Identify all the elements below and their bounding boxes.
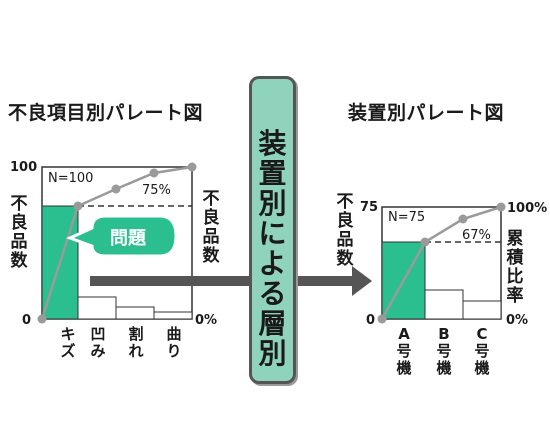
right-y2-zero-tick: 0% (506, 313, 529, 328)
right-y-axis-label: 不良品数 (336, 192, 354, 269)
left-cum-point-1 (73, 201, 83, 211)
left-y-axis-label: 不良品数 (10, 194, 28, 271)
stratify-arrow-shaft (90, 276, 352, 286)
left-bar-hekomi (77, 296, 117, 320)
left-n-label: N=100 (48, 171, 94, 186)
left-y-zero-tick: 0 (22, 313, 32, 328)
right-cum-point-1 (420, 237, 430, 247)
left-cum-point-4 (187, 162, 197, 172)
left-y2-axis-label: 不良品数 (202, 189, 220, 266)
right-bar-b (424, 289, 464, 320)
left-pct-label: 75% (142, 183, 171, 198)
left-category-label: キズ (60, 325, 76, 360)
left-category-label: 割れ (128, 325, 144, 360)
stratify-arrow-head (352, 266, 372, 296)
right-cum-point-2 (458, 214, 468, 224)
stratification-banner-text: 装置別による層別 (258, 127, 287, 370)
right-n-label: N=75 (388, 210, 426, 225)
left-category-label: 凹み (90, 325, 106, 360)
left-cum-point-3 (149, 168, 159, 178)
problem-callout-bubble (66, 214, 178, 258)
left-y-max-tick: 100 (10, 160, 38, 175)
right-category-label: C号機 (474, 325, 490, 377)
left-category-label: 曲り (166, 325, 182, 360)
left-chart-title: 不良項目別パレート図 (8, 102, 204, 124)
right-cum-point-3 (496, 202, 506, 212)
left-bar-magari (153, 311, 193, 320)
left-cum-point-2 (111, 184, 121, 194)
left-y2-zero-tick: 0% (195, 313, 218, 328)
left-bar-ware (115, 306, 155, 320)
right-cum-point-0 (377, 314, 387, 324)
right-cumulative-line (380, 205, 502, 320)
right-category-label: B号機 (436, 325, 452, 377)
right-bar-c (462, 300, 502, 320)
left-cum-point-0 (37, 314, 47, 324)
right-chart-title: 装置別パレート図 (348, 102, 505, 124)
right-y2-max-tick: 100% (507, 201, 548, 216)
problem-callout-text: 問題 (110, 228, 146, 249)
right-category-label: A号機 (396, 325, 412, 377)
right-y-zero-tick: 0 (366, 313, 376, 328)
right-y-max-tick: 75 (360, 200, 379, 215)
right-pct-label: 67% (462, 228, 491, 243)
right-y2-axis-label: 累積比率 (506, 229, 524, 306)
stratification-banner: 装置別による層別 (249, 76, 296, 384)
